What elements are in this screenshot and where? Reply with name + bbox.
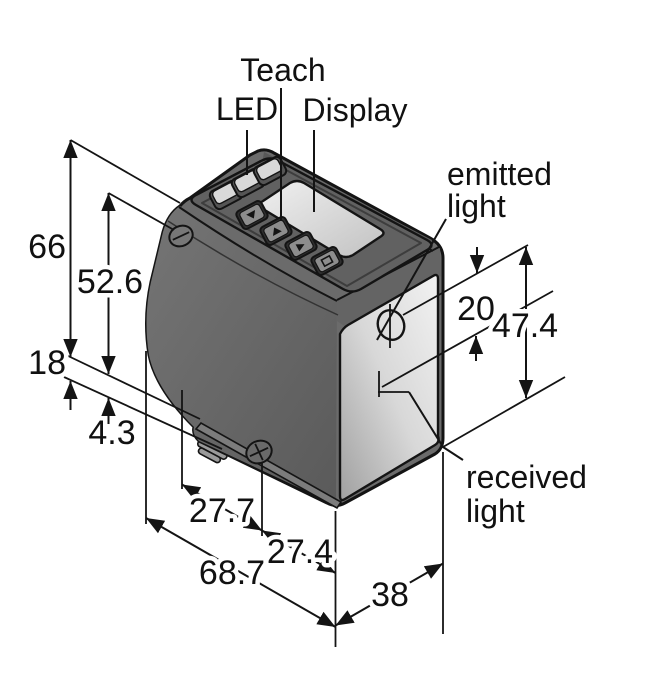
button-down-arrow: [235, 200, 269, 230]
mounting-screw-top: [168, 224, 194, 248]
cap-rim-line: [178, 206, 338, 302]
led-button-3: [252, 155, 288, 187]
ext-emitter: [402, 244, 529, 316]
received-light-label-line2: light: [466, 493, 525, 529]
mode-icon: [320, 254, 334, 268]
dim-label-52-6: 52.6: [77, 263, 143, 301]
button-up-arrow: [259, 216, 293, 246]
ext-diag-a: [63, 353, 201, 420]
display-label: Display: [303, 92, 408, 128]
dim-label-66: 66: [28, 228, 66, 266]
dim-label-18: 18: [28, 344, 66, 382]
emitted-light-leader-line: [376, 218, 447, 341]
enter-arrow-icon: [295, 244, 305, 252]
down-arrow-icon: [246, 210, 256, 219]
sensor-body: [145, 148, 445, 510]
teach-label: Teach: [240, 52, 325, 88]
dim-label-20: 20: [457, 290, 495, 328]
ext-diag-b: [63, 376, 223, 450]
front-top-band: [337, 248, 441, 327]
led-label: LED: [216, 91, 278, 127]
receiver-window: [378, 371, 409, 397]
received-light-label-line1: received: [466, 459, 587, 495]
emitted-light-label-line1: emitted: [447, 156, 552, 192]
ext-526-top: [108, 192, 175, 231]
ext-66-top: [70, 139, 181, 204]
dim-label-47-4: 47.4: [492, 307, 558, 345]
dim-label-4-3: 4.3: [88, 414, 135, 452]
dim-label-68-7: 68.7: [199, 554, 265, 592]
led-indicator-buttons: [208, 155, 288, 211]
dim-line-687: [145, 517, 336, 628]
bottom-edge-strip: [194, 421, 343, 510]
button-mode: [310, 246, 344, 276]
emitted-light-label-line2: light: [447, 188, 506, 224]
optical-window: [338, 273, 440, 502]
left-face: [146, 206, 337, 505]
emitter-lens: [376, 304, 406, 348]
dim-label-38: 38: [371, 576, 409, 614]
dim-line-38: [335, 562, 444, 627]
dim-label-27-7: 27.7: [189, 492, 255, 530]
mounting-screw-bottom: [245, 439, 273, 465]
up-arrow-icon: [272, 227, 282, 236]
teach-buttons: [235, 200, 344, 276]
button-select: [284, 231, 318, 261]
dim-label-27-4: 27.4: [267, 533, 333, 571]
ext-corner-diag: [442, 376, 566, 448]
